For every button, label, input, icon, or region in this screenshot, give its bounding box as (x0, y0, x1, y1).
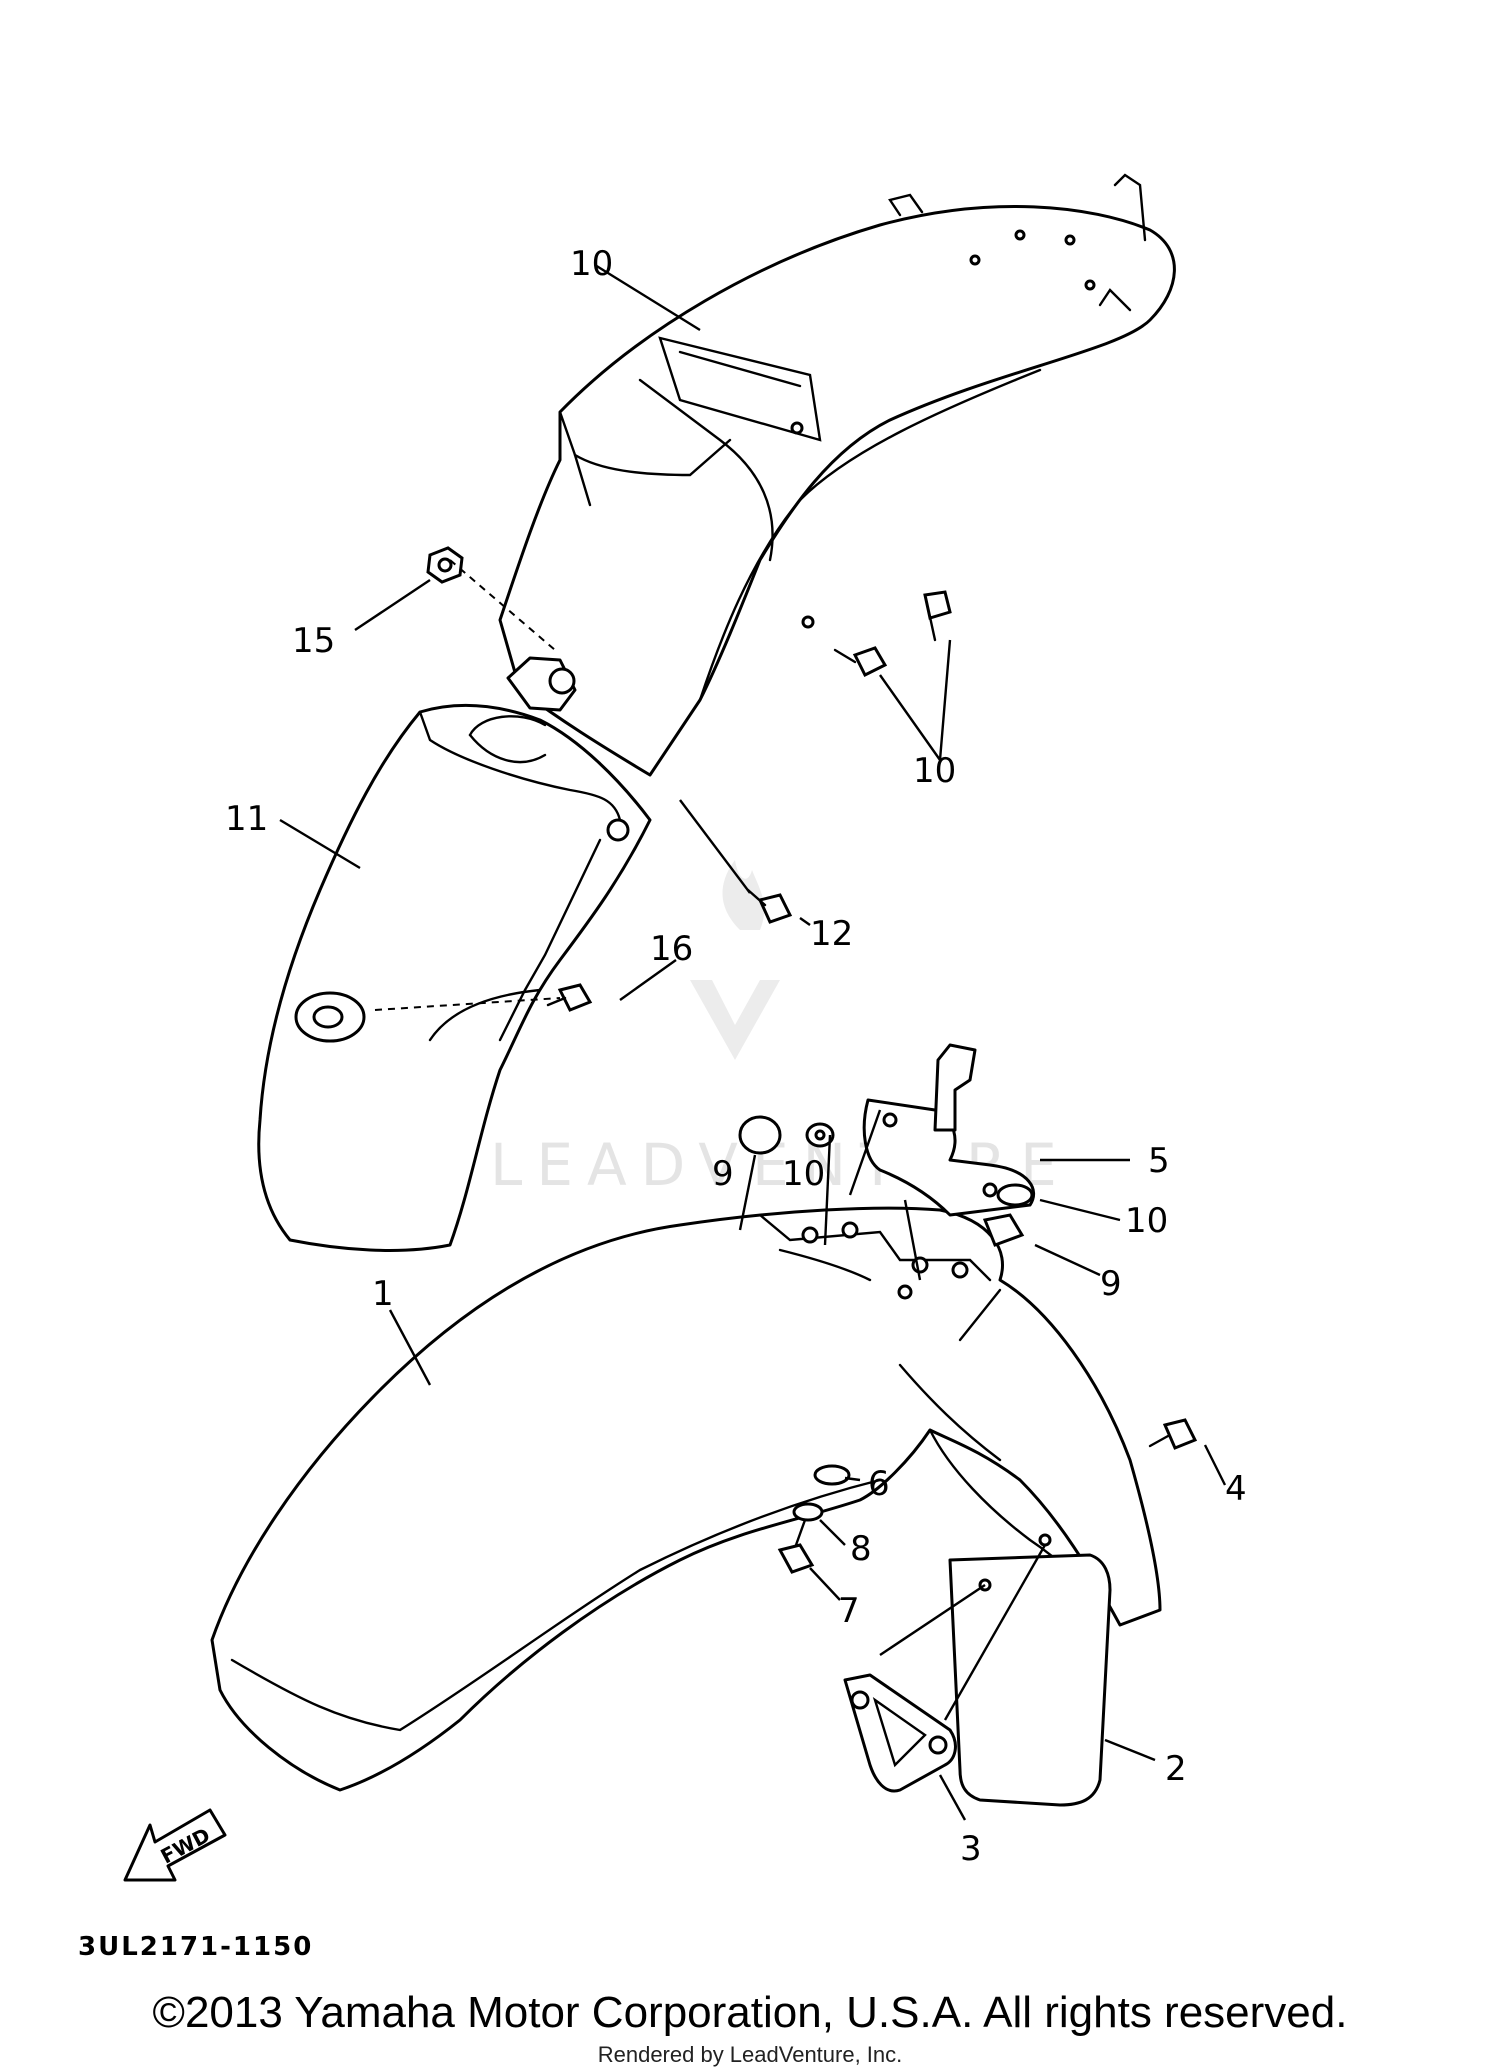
callout-11: 10 (570, 244, 613, 284)
callout-4: 4 (1225, 1469, 1247, 1509)
part-11-rear-fender (498, 173, 1176, 777)
callout-5: 5 (1148, 1141, 1170, 1181)
callout-13: 11 (225, 799, 268, 839)
part-3-plate-bracket (843, 1673, 957, 1793)
callout-9-left: 9 (712, 1154, 734, 1194)
copyright-notice: ©2013 Yamaha Motor Corporation, U.S.A. A… (152, 1988, 1348, 2037)
callout-2: 2 (1165, 1749, 1187, 1789)
callout-10-left: 10 (782, 1154, 825, 1194)
part-9-bolt-a (738, 1115, 782, 1155)
part-1-front-fender (210, 1206, 1162, 1792)
callout-labels: 10 15 10 11 12 16 9 10 5 10 9 1 4 6 8 7 … (225, 244, 1247, 1869)
fender-parts-diagram: LEADVENTURE (78, 173, 1247, 1962)
callout-6: 6 (868, 1464, 890, 1504)
callout-7: 7 (838, 1591, 860, 1631)
callout-10-right: 10 (1125, 1201, 1168, 1241)
callout-12: 10 (913, 751, 956, 791)
hardware-parts (426, 546, 1198, 1574)
rendered-by-note: Rendered by LeadVenture, Inc. (597, 2042, 903, 2067)
callout-15: 15 (292, 621, 335, 661)
callout-1: 1 (372, 1274, 394, 1314)
callout-8: 8 (850, 1529, 872, 1569)
part-14-screw (757, 893, 793, 924)
callout-9-right: 9 (1100, 1264, 1122, 1304)
part-12-bolt-b (852, 646, 888, 678)
leader-lines (279, 263, 1227, 1821)
part-6-washer (813, 1464, 851, 1486)
part-9-bolt-b (982, 1213, 1025, 1247)
part-13-inner-fender (257, 703, 652, 1252)
callout-16: 16 (650, 929, 693, 969)
part-16-grommet (557, 983, 593, 1012)
callout-14: 12 (810, 914, 853, 954)
diagram-code: 3UL2171-1150 (78, 1932, 313, 1962)
part-12-bolt-a (923, 590, 952, 620)
callout-3: 3 (960, 1829, 982, 1869)
part-10-washer-b (996, 1183, 1034, 1207)
forward-direction-arrow: FWD (123, 1808, 227, 1882)
part-7-bolt (777, 1543, 815, 1574)
part-8-spring-washer (792, 1502, 824, 1522)
part-5-fender-bracket (862, 1043, 1036, 1217)
part-4-bolt (1162, 1418, 1198, 1450)
